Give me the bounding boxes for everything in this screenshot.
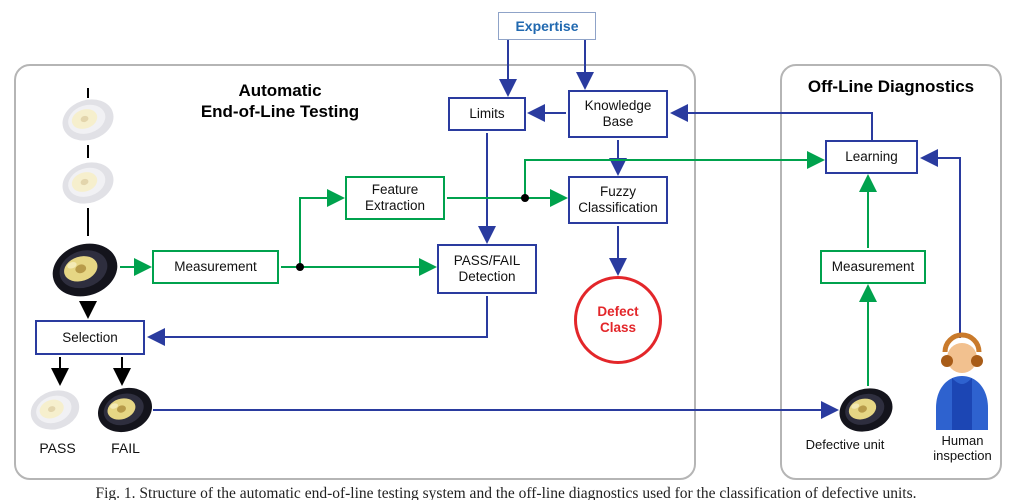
defective-unit-label-text: Defective unit [805,437,885,452]
figure-caption: Fig. 1. Structure of the automatic end-o… [0,485,1012,500]
junction-dot-feature [521,194,529,202]
human-inspection-label-line1: Human [941,433,984,448]
learning-box: Learning [825,140,918,174]
knowledge-base-label-line2: Base [602,114,634,129]
junction-dot-measurement [296,263,304,271]
loudspeaker-image-pass [25,384,85,436]
passfail-label-line1: PASS/FAIL [453,253,521,268]
arrow-junction-to-feature-extraction [299,189,345,267]
learning-label: Learning [845,149,898,164]
measurement-offline-label: Measurement [831,259,915,274]
arrow-passfail-to-selection [147,296,488,346]
feature-extraction-box: Feature Extraction [345,176,445,220]
selection-label: Selection [62,329,118,345]
limits-label: Limits [469,106,505,121]
human-inspector-icon [936,335,988,430]
human-inspection-label-line2: inspection [933,448,992,463]
fuzzy-label-line2: Classification [578,200,658,215]
expertise-label: Expertise [515,18,579,34]
measurement-label: Measurement [174,259,257,274]
arrow-learning-to-knowledge-base [670,104,873,140]
figure-caption-text: Fig. 1. Structure of the automatic end-o… [95,485,917,500]
passfail-detection-box: PASS/FAIL Detection [437,244,537,294]
loudspeaker-image-defective [833,381,899,439]
defect-class-circle: Defect Class [574,276,662,364]
defective-unit-label: Defective unit [795,437,895,452]
knowledge-base-label-line1: Knowledge [584,98,652,113]
left-panel-title-line2: End-of-Line Testing [200,102,360,121]
fuzzy-classification-box: Fuzzy Classification [568,176,668,224]
measurement-box: Measurement [152,250,279,284]
defect-class-label-line1: Defect [597,304,639,319]
limits-box: Limits [448,97,526,131]
defect-class-label-line2: Class [599,320,637,335]
right-panel-title: Off-Line Diagnostics [788,76,994,97]
right-panel-title-text: Off-Line Diagnostics [807,77,975,96]
passfail-label-line2: Detection [458,269,516,284]
human-inspection-label: Human inspection [920,433,1005,463]
expertise-box: Expertise [498,12,596,40]
feature-label-line1: Feature [371,182,419,197]
fail-label: FAIL [98,440,153,456]
arrow-human-to-learning [920,149,961,338]
feature-label-line2: Extraction [364,198,426,213]
loudspeaker-image-fail [92,381,158,439]
fuzzy-label-line1: Fuzzy [599,184,636,199]
pass-label-text: PASS [39,440,76,456]
arrow-feature-junction-to-learning [524,151,825,198]
loudspeaker-image-queue-2 [57,155,119,211]
selection-box: Selection [35,320,145,355]
loudspeaker-image-queue-1 [57,92,119,148]
pass-label: PASS [30,440,85,456]
loudspeaker-image-under-test [45,235,125,305]
measurement-offline-box: Measurement [820,250,926,284]
left-panel-title: Automatic End-of-Line Testing [160,80,400,122]
left-panel-title-line1: Automatic [238,81,322,100]
fail-label-text: FAIL [111,440,140,456]
knowledge-base-box: Knowledge Base [568,90,668,138]
